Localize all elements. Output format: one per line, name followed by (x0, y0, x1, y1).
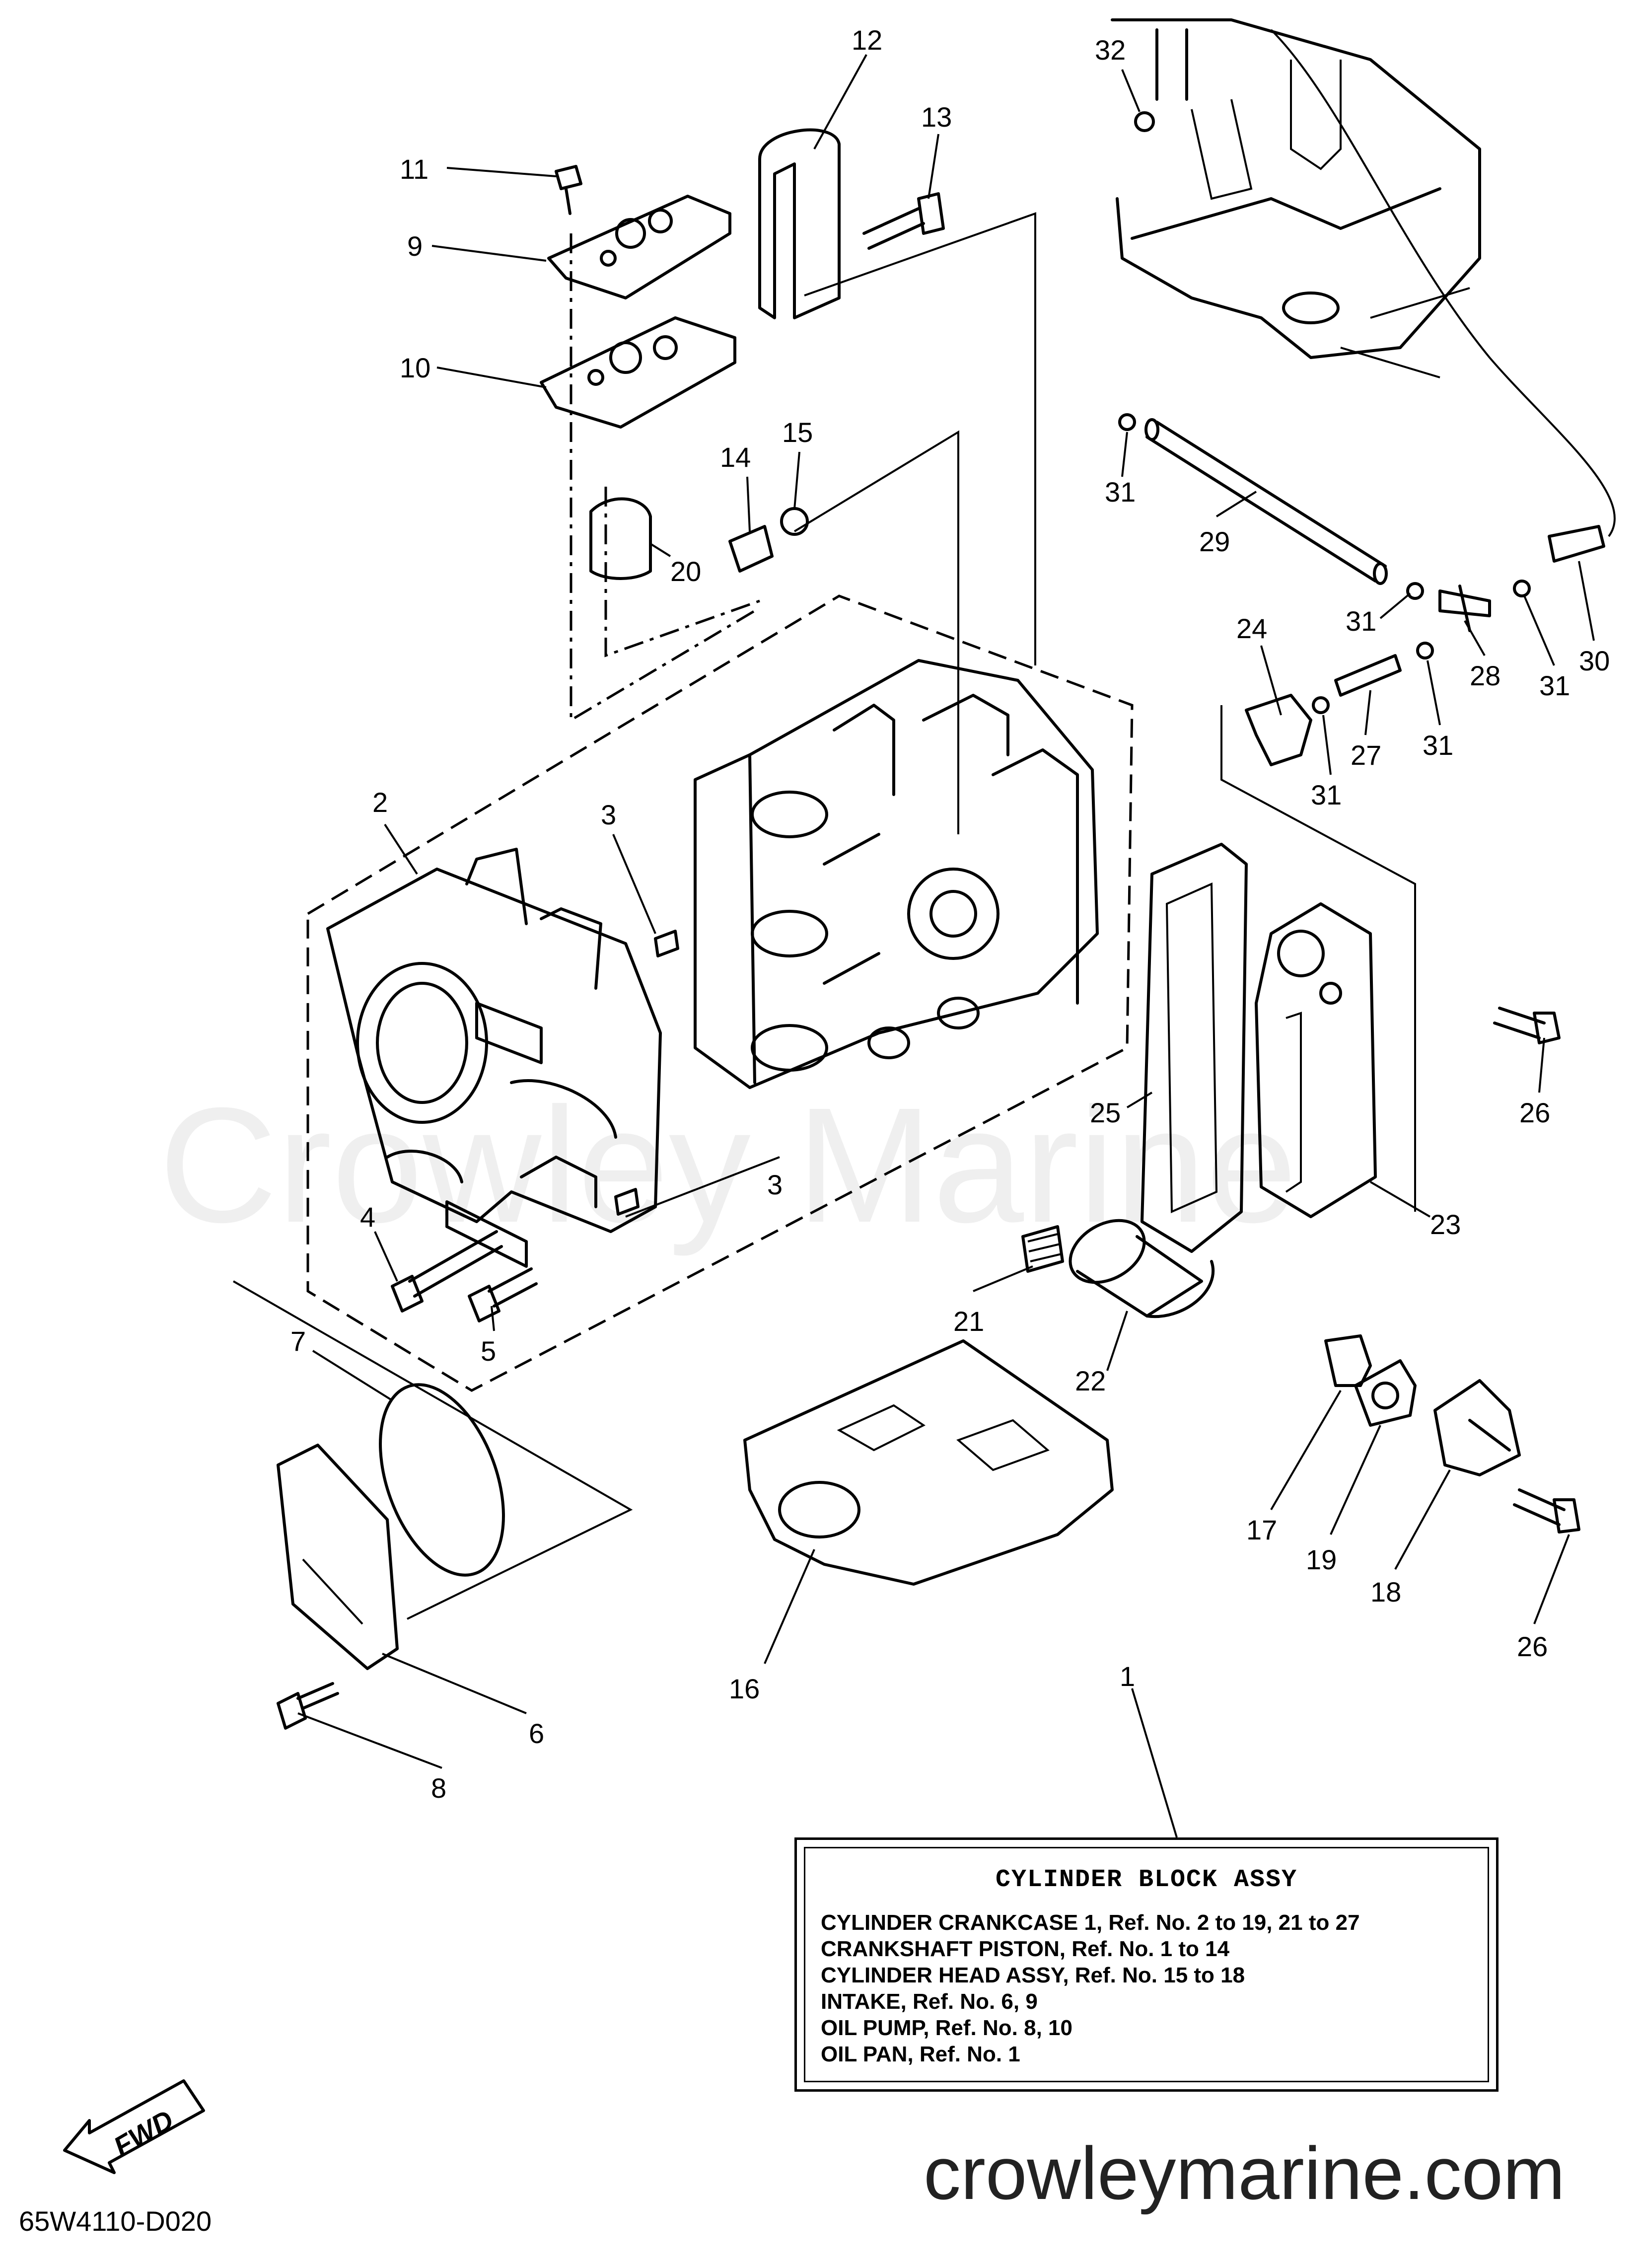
cover-18 (1433, 1379, 1521, 1476)
callout-2: 2 (372, 787, 388, 818)
callout-12: 12 (852, 24, 882, 56)
callout-11: 11 (400, 153, 428, 185)
callout-23: 23 (1430, 1209, 1461, 1240)
bolt-8 (277, 1682, 339, 1730)
callout-1: 1 (1120, 1661, 1135, 1692)
gasket-7 (379, 1383, 505, 1577)
callout-10: 10 (400, 352, 430, 383)
callout-31: 31 (1105, 476, 1136, 508)
exhaust-cover-23 (1255, 902, 1377, 1218)
plug-14 (728, 525, 774, 573)
callout-19: 19 (1306, 1544, 1337, 1575)
hose-27 (1334, 654, 1402, 697)
callout-32: 32 (1095, 34, 1126, 66)
callout-27: 27 (1351, 739, 1381, 771)
legend-title: CYLINDER BLOCK ASSY (995, 1866, 1298, 1894)
bolt-13 (862, 192, 945, 250)
crankcase-2 (326, 848, 662, 1268)
legend-line: OIL PUMP, Ref. No. 8, 10 (821, 2016, 1072, 2040)
callout-6: 6 (529, 1718, 544, 1749)
union-21 (1021, 1225, 1064, 1273)
fuel-hose-line (1270, 29, 1616, 537)
callout-5: 5 (481, 1335, 496, 1367)
gasket-16 (743, 1339, 1114, 1586)
cover-6 (277, 1444, 399, 1670)
leader-lines (297, 54, 1595, 1838)
callout-8: 8 (431, 1772, 446, 1804)
callout-17: 17 (1246, 1514, 1277, 1545)
gasket-25 (1141, 843, 1248, 1253)
callout-24: 24 (1236, 613, 1267, 644)
callout-4: 4 (360, 1201, 375, 1233)
sleeve-20 (589, 497, 652, 580)
callout-26: 26 (1517, 1631, 1548, 1662)
oil-filter-22 (1069, 1219, 1215, 1318)
gasket-19 (1354, 1359, 1417, 1427)
thermostat-17 (1324, 1334, 1372, 1387)
bolt-11 (555, 165, 582, 215)
legend-line: INTAKE, Ref. No. 6, 9 (821, 1989, 1038, 2014)
assembly-boundary (1220, 705, 1416, 1212)
joint-24 (1245, 694, 1312, 766)
bolt-4 (391, 1230, 503, 1313)
assembly-boundary (570, 233, 756, 723)
callout-29: 29 (1199, 526, 1230, 557)
callout-21: 21 (953, 1306, 984, 1337)
callout-30: 30 (1579, 645, 1610, 676)
watermark-text: Crowley Marine (159, 1073, 1297, 1257)
lower-cowling-bracket (1111, 18, 1481, 378)
legend-box: CYLINDER BLOCK ASSY CYLINDER CRANKCASE 1… (794, 1837, 1499, 2092)
dowel-3 (614, 930, 679, 1216)
callout-25: 25 (1090, 1097, 1121, 1128)
callout-13: 13 (921, 101, 952, 133)
cylinder-block (694, 659, 1099, 1089)
plate-9 (547, 195, 731, 299)
bolt-26-lower (1513, 1488, 1580, 1534)
legend-line: CYLINDER HEAD ASSY, Ref. No. 15 to 18 (821, 1963, 1245, 1987)
clip-32 (1134, 111, 1155, 132)
assembly-boundary (604, 487, 760, 658)
bolt-26 (1493, 1007, 1561, 1044)
callout-20: 20 (670, 556, 701, 587)
callout-31: 31 (1311, 779, 1342, 810)
callout-7: 7 (290, 1325, 306, 1357)
bolt-5 (468, 1267, 538, 1322)
forward-arrow-icon: FWD (63, 2079, 205, 2174)
callout-16: 16 (729, 1673, 760, 1704)
callout-31: 31 (1423, 730, 1453, 761)
assembly-boundary (233, 1280, 633, 1620)
site-url: crowleymarine.com (924, 2131, 1565, 2215)
callout-3: 3 (601, 799, 616, 830)
legend-line: OIL PAN, Ref. No. 1 (821, 2042, 1020, 2066)
figure-code: 65W4110-D020 (19, 2205, 212, 2237)
callout-14: 14 (720, 441, 751, 473)
callout-18: 18 (1370, 1576, 1401, 1608)
hose-30 (1548, 525, 1605, 563)
callout-31: 31 (1539, 670, 1570, 701)
legend-line: CYLINDER CRANKCASE 1, Ref. No. 2 to 19, … (821, 1910, 1360, 1935)
callout-28: 28 (1470, 660, 1500, 691)
callout-labels: 1 2 3 3 4 5 6 7 8 9 10 11 12 13 14 15 16… (290, 24, 1610, 1804)
legend-line: CRANKSHAFT PISTON, Ref. No. 1 to 14 (821, 1937, 1230, 1961)
callout-31: 31 (1346, 605, 1376, 637)
assembly-boundary (793, 430, 959, 834)
callout-9: 9 (407, 230, 423, 262)
legend-list: CYLINDER CRANKCASE 1, Ref. No. 2 to 19, … (821, 1909, 1360, 2067)
assembly-boundary (804, 212, 1036, 665)
callout-3: 3 (767, 1169, 783, 1200)
clips-31 (1118, 413, 1531, 714)
hose-29 (1144, 418, 1388, 585)
joint-28 (1438, 585, 1491, 632)
callout-15: 15 (782, 417, 813, 448)
gasket-10 (540, 316, 736, 429)
bracket-12 (758, 128, 841, 319)
callout-26: 26 (1519, 1097, 1550, 1128)
callout-22: 22 (1075, 1365, 1106, 1396)
assembly-boundary (306, 594, 1134, 1392)
